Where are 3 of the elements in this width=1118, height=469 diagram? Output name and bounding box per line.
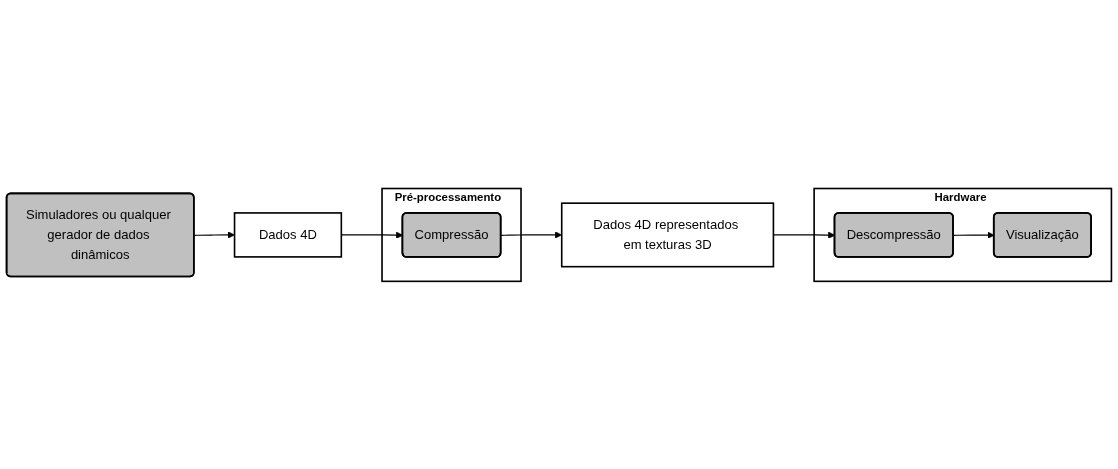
node-box: Dados 4D representados em texturas 3D [560, 201, 775, 268]
node-box: Dados 4D [233, 211, 343, 258]
arrow [193, 230, 235, 239]
